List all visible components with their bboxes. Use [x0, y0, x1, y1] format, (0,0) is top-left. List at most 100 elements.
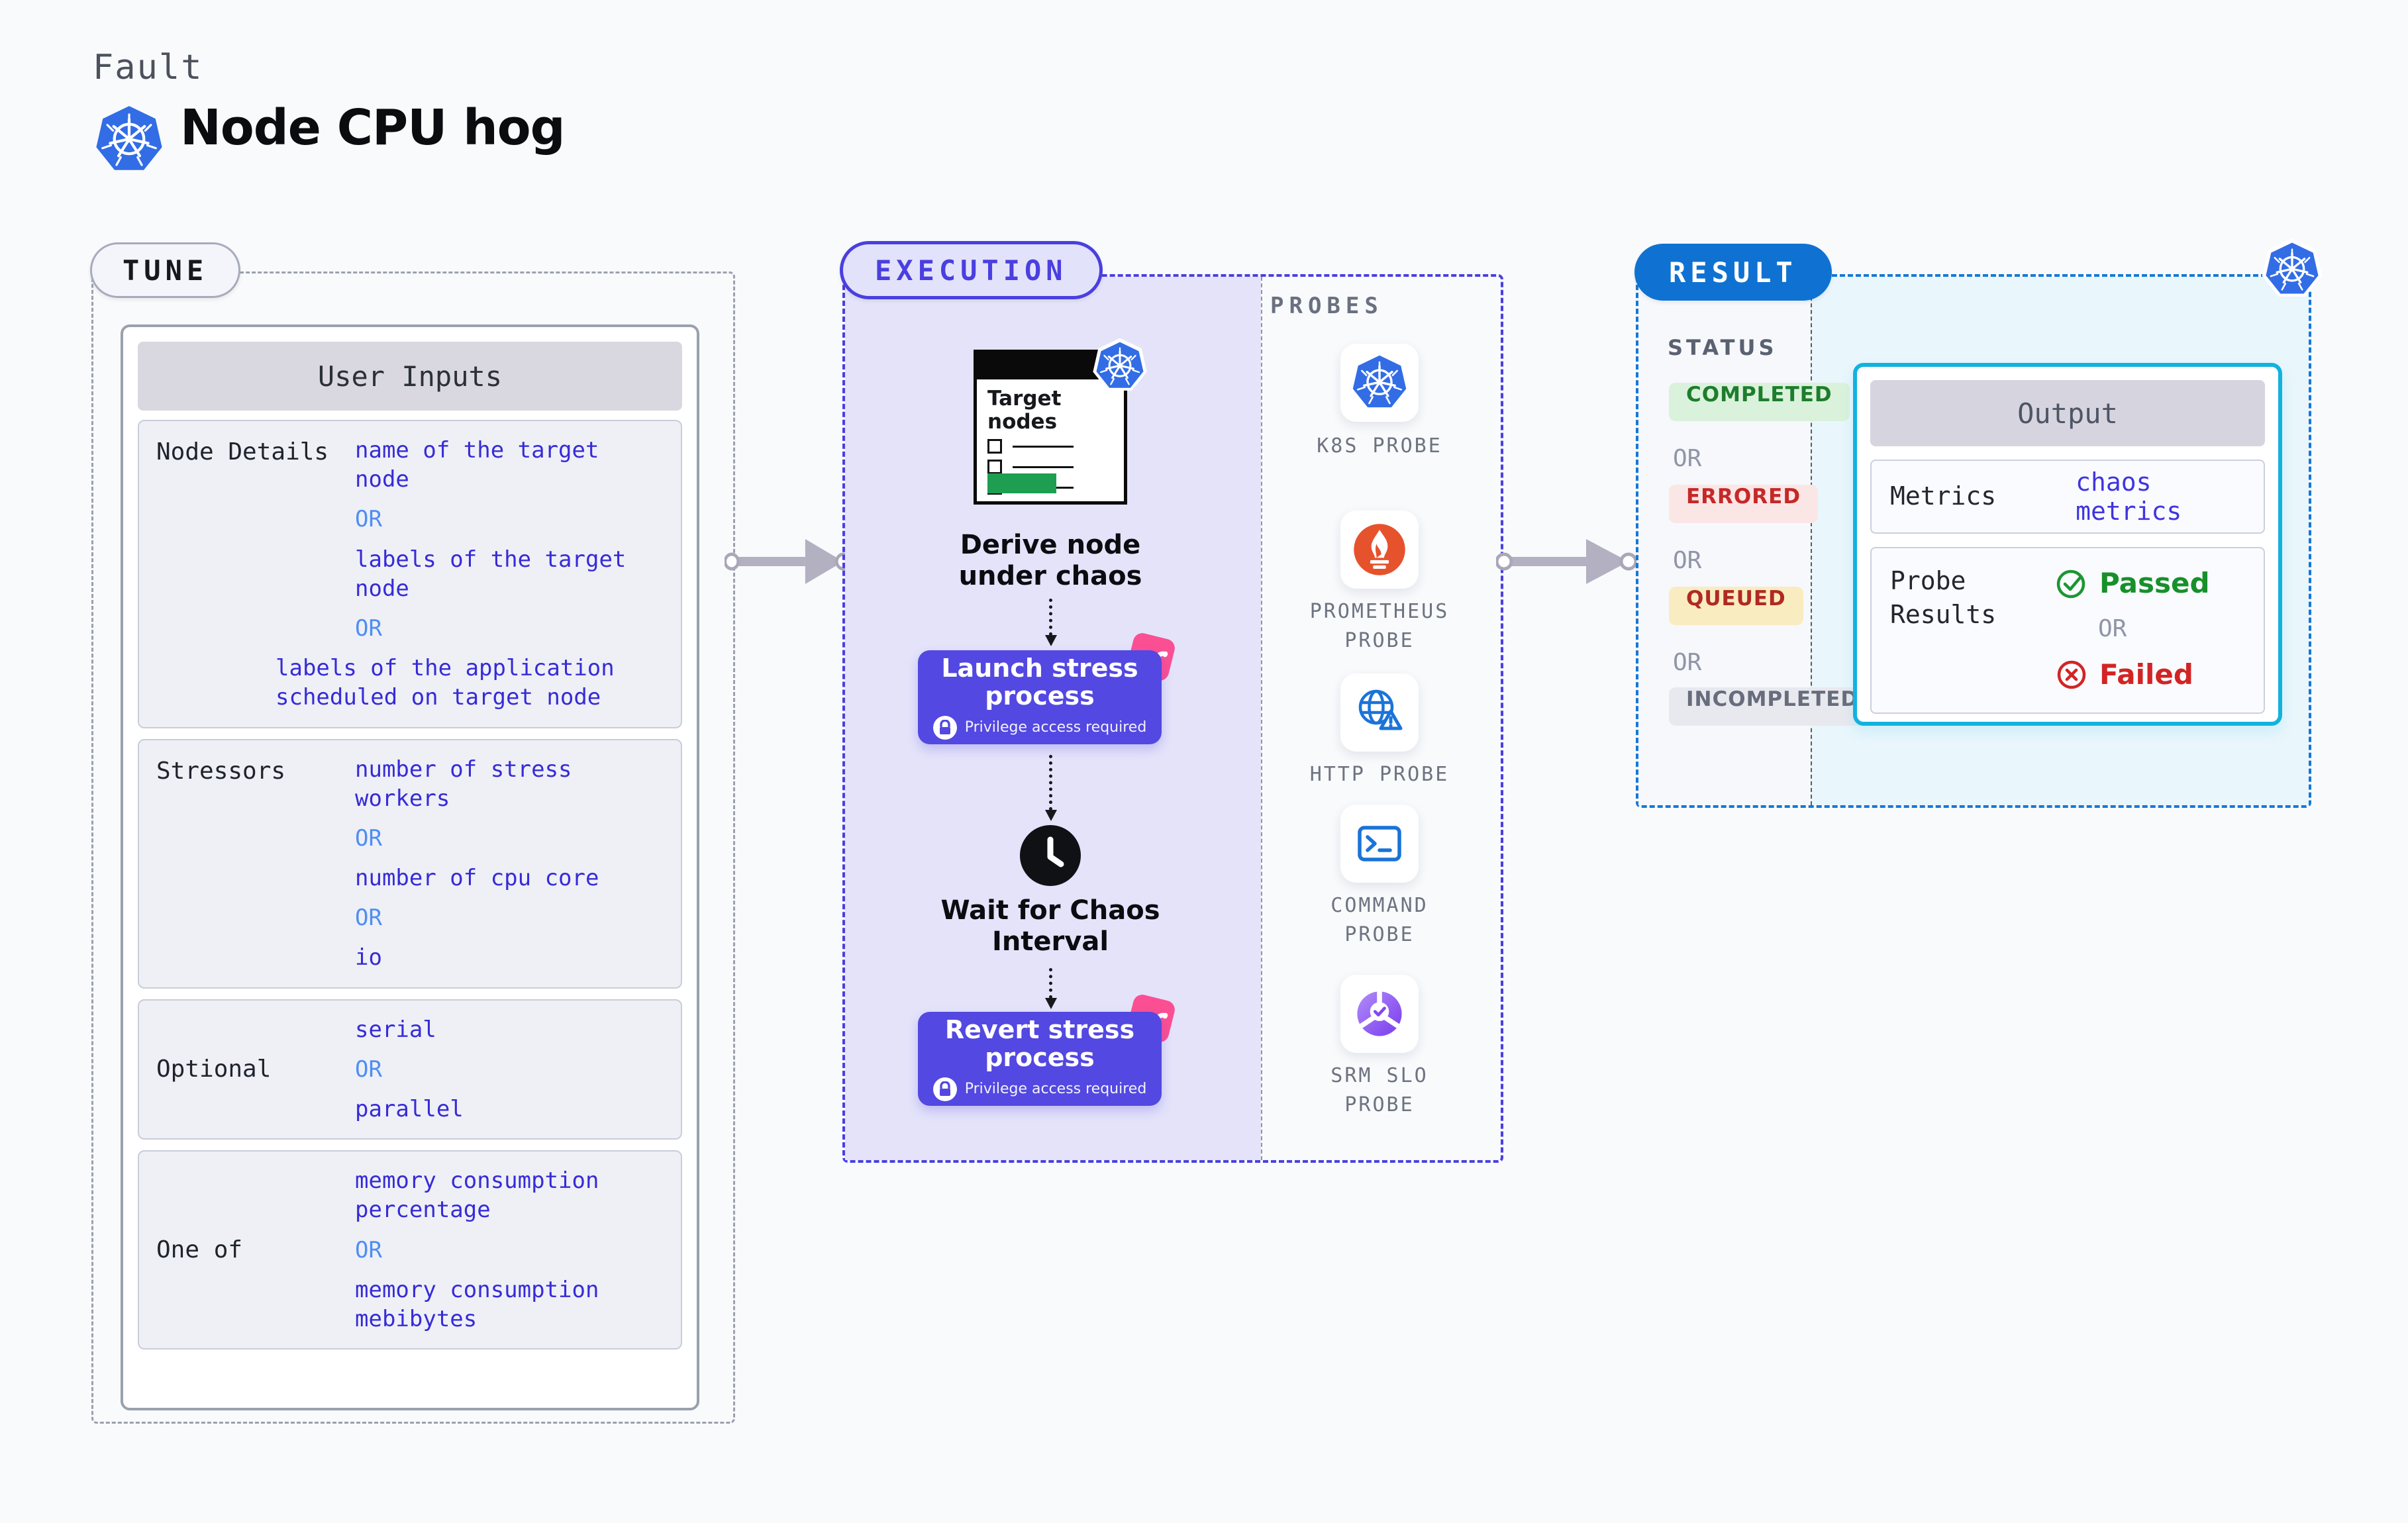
arrow-execution-to-result — [1496, 530, 1636, 593]
kubernetes-probe-icon — [1352, 354, 1407, 409]
row-label: Stressors — [156, 757, 286, 785]
or-separator: OR — [2098, 615, 2127, 642]
arrow-tune-to-execution — [725, 530, 850, 593]
value: labels of the target node — [355, 546, 627, 602]
prometheus-probe-card — [1340, 511, 1419, 589]
prometheus-probe-label: PROMETHEUS PROBE — [1309, 600, 1450, 652]
or-separator: OR — [1673, 547, 1702, 574]
revert-stress-node: Revert stress process Privilege access r… — [918, 993, 1177, 1106]
user-inputs-rows: Node Details name of the target node OR … — [138, 420, 682, 1350]
kubernetes-icon — [1093, 338, 1147, 391]
status-badge-completed: COMPLETED — [1669, 383, 1850, 421]
srm-slo-icon — [1357, 990, 1402, 1036]
output-card: Output Metrics chaos metrics Probe Resul… — [1853, 363, 2282, 726]
progress-bar — [987, 473, 1056, 493]
list-line — [1013, 466, 1074, 468]
privilege-note: Privilege access required — [932, 715, 1147, 740]
privilege-text: Privilege access required — [964, 1081, 1147, 1098]
row-label: Optional — [156, 1056, 272, 1083]
or-separator: OR — [1673, 649, 1702, 676]
output-title: Output — [1870, 380, 2265, 446]
target-card-title: Target nodes — [987, 387, 1062, 434]
row-node-details: Node Details name of the target node OR … — [138, 420, 682, 728]
or-separator: OR — [355, 1236, 382, 1263]
privilege-note: Privilege access required — [932, 1077, 1147, 1101]
passed-line: Passed — [2056, 567, 2210, 599]
failed-line: Failed — [2056, 658, 2210, 691]
target-list-item — [987, 460, 1124, 475]
value: memory consumption percentage — [355, 1167, 599, 1224]
passed-text: Passed — [2099, 567, 2210, 599]
or-separator: OR — [355, 614, 382, 642]
flow-connector — [1045, 968, 1057, 1009]
k8s-probe-card — [1340, 344, 1419, 422]
status-badge-errored: ERRORED — [1669, 485, 1819, 523]
row-label: One of — [156, 1236, 243, 1264]
row-values: memory consumption percentage OR memory … — [355, 1166, 664, 1334]
command-probe-label: COMMAND PROBE — [1330, 894, 1429, 946]
value: number of cpu core — [355, 865, 599, 892]
lock-icon — [932, 1077, 957, 1101]
srm-slo-probe-card — [1340, 975, 1419, 1053]
target-list-item — [987, 439, 1124, 454]
value: serial — [355, 1016, 436, 1043]
derive-node-caption: Derive node under chaos — [958, 530, 1142, 592]
privilege-text: Privilege access required — [964, 719, 1147, 736]
http-probe-card — [1340, 673, 1419, 752]
execution-badge: EXECUTION — [840, 241, 1103, 299]
revert-stress-label: Revert stress process — [944, 1015, 1135, 1072]
row-optional: Optional serial OR parallel — [138, 999, 682, 1140]
http-globe-icon — [1358, 689, 1403, 730]
metrics-label: Metrics — [1890, 481, 1997, 511]
row-label: Node Details — [156, 438, 329, 466]
x-circle-icon — [2057, 660, 2086, 689]
result-divider — [1811, 277, 1812, 805]
status-heading: STATUS — [1668, 335, 1778, 360]
terminal-icon — [1358, 826, 1401, 861]
value: labels of the application scheduled on t… — [276, 655, 615, 711]
command-probe-card — [1340, 805, 1419, 883]
metrics-row: Metrics chaos metrics — [1870, 460, 2265, 534]
flow-connector — [1045, 599, 1057, 646]
user-inputs-title: User Inputs — [138, 342, 682, 411]
flow-connector — [1045, 755, 1057, 821]
http-probe-label: HTTP PROBE — [1309, 763, 1450, 786]
launch-stress-node: Launch stress process Privilege access r… — [918, 631, 1177, 744]
result-badge: RESULT — [1634, 244, 1832, 301]
launch-stress-label: Launch stress process — [941, 654, 1138, 711]
or-separator: OR — [355, 905, 382, 932]
target-nodes-card: Target nodes — [974, 338, 1147, 505]
value: memory consumption mebibytes — [355, 1276, 599, 1332]
execution-probes-divider — [1261, 277, 1262, 1160]
value: number of stress workers — [355, 756, 572, 812]
page-title: Node CPU hog — [180, 99, 566, 156]
status-badge-incompleted: INCOMPLETED — [1669, 687, 1876, 726]
checkbox-icon — [987, 460, 1002, 475]
launch-stress-button: Launch stress process Privilege access r… — [918, 650, 1162, 744]
k8s-probe-label: K8S PROBE — [1317, 434, 1442, 458]
or-separator: OR — [355, 506, 382, 533]
or-separator: OR — [355, 824, 382, 852]
check-circle-icon — [2056, 569, 2085, 598]
prometheus-icon — [1354, 524, 1405, 575]
row-values: number of stress workers OR number of cp… — [355, 755, 664, 973]
fault-eyebrow: Fault — [93, 48, 203, 87]
row-values: name of the target node OR labels of the… — [276, 436, 664, 712]
lock-icon — [932, 715, 957, 740]
metrics-value: chaos metrics — [2076, 467, 2182, 526]
probe-results-row: Probe Results Passed OR Failed — [1870, 547, 2265, 714]
tune-panel — [91, 271, 735, 1424]
checkbox-icon — [987, 439, 1002, 454]
row-one-of: One of memory consumption percentage OR … — [138, 1150, 682, 1350]
list-line — [1013, 445, 1074, 448]
tune-badge: TUNE — [90, 242, 241, 298]
wait-interval-caption: Wait for Chaos Interval — [940, 895, 1160, 958]
or-separator: OR — [355, 1056, 382, 1083]
value: name of the target node — [355, 437, 599, 493]
row-stressors: Stressors number of stress workers OR nu… — [138, 738, 682, 989]
status-badge-queued: QUEUED — [1669, 587, 1803, 625]
failed-text: Failed — [2099, 658, 2193, 691]
srm-slo-probe-label: SRM SLO PROBE — [1330, 1064, 1429, 1116]
probe-results-label: Probe Results — [1890, 566, 1997, 630]
